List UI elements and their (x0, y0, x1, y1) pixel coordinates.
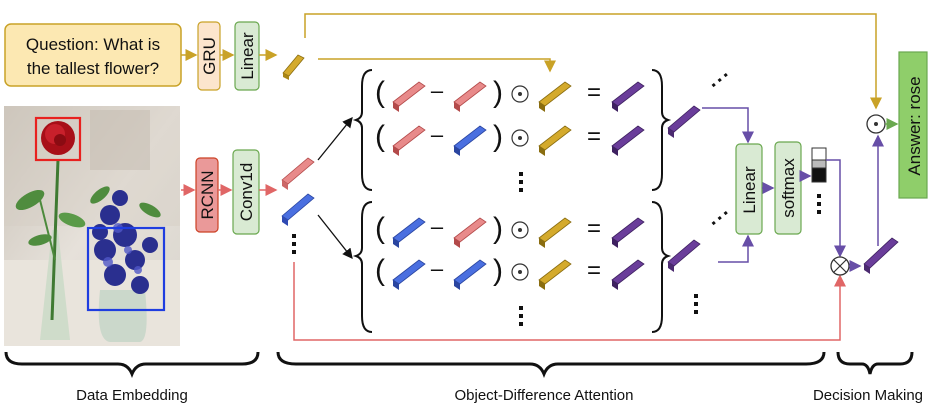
brace-decision (836, 351, 914, 375)
question-box: Question: What is the tallest flower? (4, 23, 182, 87)
section-label-attention: Object-Difference Attention (455, 387, 634, 404)
outer-product-operator (830, 256, 850, 276)
attention-group-upper (352, 69, 672, 191)
dot-product-operator (511, 129, 529, 147)
attention-vector-purple (611, 81, 645, 112)
equals-operator: = (587, 215, 601, 242)
minus-operator: – (431, 122, 444, 147)
object-vector-pink (392, 125, 426, 156)
bounding-box-orchid (86, 226, 166, 312)
close-paren: ) (493, 254, 503, 287)
question-line-1: Question: What is (26, 35, 160, 54)
object-vector-blue (392, 259, 426, 290)
object-vector-pink (453, 81, 487, 112)
linear-attention-label: Linear (740, 166, 759, 214)
brace-embedding (4, 351, 260, 379)
gru-label: GRU (200, 37, 219, 75)
question-vector-gold (538, 259, 572, 290)
probability-bar-icon (811, 147, 827, 183)
conv1d-block: Conv1d (232, 149, 260, 235)
dot-product-operator (511, 85, 529, 103)
difference-row: ( –) = (375, 76, 645, 112)
object-vector-blue (392, 217, 426, 248)
minus-operator: – (431, 256, 444, 281)
dot-product-operator (511, 221, 529, 239)
rcnn-label: RCNN (198, 170, 217, 219)
dots-lower-right (711, 210, 728, 226)
equals-operator: = (587, 123, 601, 150)
attention-vector-purple (611, 125, 645, 156)
difference-row: ( –) = (375, 212, 645, 248)
open-paren: ( (375, 76, 385, 109)
object-vector-blue (453, 259, 487, 290)
answer-block: Answer: rose (898, 51, 928, 199)
vertical-dots-outputs (694, 294, 698, 314)
close-paren: ) (493, 120, 503, 153)
conv1d-label: Conv1d (237, 163, 256, 222)
linear-attention-block: Linear (735, 143, 763, 235)
dot-product-operator (511, 263, 529, 281)
bounding-box-rose (34, 116, 82, 162)
vertical-dots-objects (292, 234, 296, 254)
gru-block: GRU (197, 21, 221, 91)
object-vector-pink (453, 217, 487, 248)
vertical-dots-probs (817, 194, 821, 214)
rcnn-block: RCNN (195, 157, 219, 233)
question-line-2: the tallest flower? (27, 59, 159, 78)
object-vector-blue (453, 125, 487, 156)
open-paren: ( (375, 120, 385, 153)
output-vector-upper (667, 105, 701, 138)
attention-group-lower (352, 201, 672, 333)
output-vector-lower (667, 239, 701, 272)
open-paren: ( (375, 212, 385, 245)
question-feature-vector (282, 54, 305, 80)
question-vector-gold (538, 125, 572, 156)
question-vector-gold (538, 81, 572, 112)
close-paren: ) (493, 76, 503, 109)
decision-vector (863, 237, 899, 274)
equals-operator: = (587, 79, 601, 106)
attention-vector-purple (611, 217, 645, 248)
difference-row: ( –) = (375, 120, 645, 156)
open-paren: ( (375, 254, 385, 287)
section-label-decision: Decision Making (813, 387, 923, 404)
minus-operator: – (431, 214, 444, 239)
brace-attention (276, 351, 826, 379)
vertical-dots-upper (519, 172, 523, 192)
dots-upper-right (711, 72, 728, 88)
difference-row: ( –) = (375, 254, 645, 290)
linear-question-label: Linear (238, 32, 257, 80)
vertical-dots-lower (519, 306, 523, 326)
object-vector-pink (392, 81, 426, 112)
attention-vector-purple (611, 259, 645, 290)
linear-question-block: Linear (234, 21, 260, 91)
question-vector-gold (538, 217, 572, 248)
softmax-label: softmax (779, 158, 798, 218)
answer-label: Answer: rose (905, 76, 924, 175)
close-paren: ) (493, 212, 503, 245)
softmax-block: softmax (774, 141, 802, 235)
rose-photo (4, 106, 180, 346)
object-vector-blue (281, 193, 315, 226)
object-vector-pink (281, 157, 315, 190)
minus-operator: – (431, 78, 444, 103)
equals-operator: = (587, 257, 601, 284)
section-label-embedding: Data Embedding (76, 387, 188, 404)
dot-product-operator (866, 114, 886, 134)
